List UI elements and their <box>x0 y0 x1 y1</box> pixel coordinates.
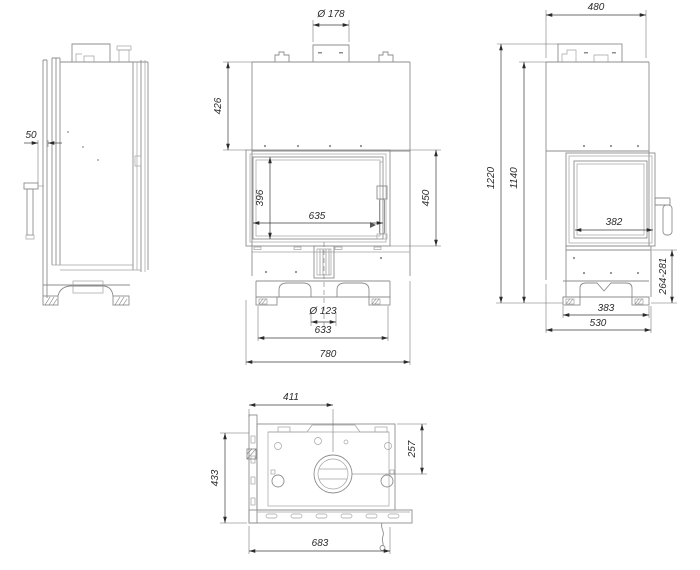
dim-label-633: 633 <box>315 325 332 336</box>
dim-bottom-flue-side-offset: 257 <box>352 423 427 475</box>
dim-bottom-flue-center-offset: 411 <box>248 392 334 452</box>
dim-front-door-height: 450 <box>390 149 441 247</box>
bottom-view-geometry <box>246 414 413 551</box>
dim-label-257: 257 <box>407 440 418 458</box>
dim-label-780: 780 <box>320 349 337 360</box>
bottom-view: 411 257 433 683 <box>210 392 427 554</box>
dim-front-flue-diameter: Ø 178 <box>312 9 350 42</box>
dim-bottom-base-depth: 433 <box>210 432 249 524</box>
dim-front-glass-width: 635 <box>253 211 383 225</box>
dim-label-480: 480 <box>588 2 605 13</box>
dim-label-264-281: 264-281 <box>658 258 669 296</box>
dim-front-feet-span: 633 <box>257 306 389 341</box>
dim-front-glass-height: 396 <box>255 157 272 239</box>
front-view: Ø 178 426 396 635 450 Ø 123 633 <box>213 9 441 365</box>
dim-front-overall-width: 780 <box>245 281 411 365</box>
dim-label-450: 450 <box>421 189 432 206</box>
front-view-geometry <box>245 44 411 330</box>
dim-label-50: 50 <box>25 130 37 141</box>
dim-right-feet-span: 383 <box>562 303 650 318</box>
dim-label-683: 683 <box>312 538 329 549</box>
dim-front-air-inlet: Ø 123 <box>308 306 337 326</box>
dim-label-123: Ø 123 <box>308 306 337 317</box>
left-side-view: 50 <box>23 43 149 306</box>
dim-label-383: 383 <box>598 303 615 314</box>
dim-label-382: 382 <box>606 217 623 228</box>
dim-right-overall-height: 1220 <box>486 43 563 304</box>
dim-right-side-glass-width: 382 <box>575 217 653 232</box>
dim-right-base-height-range: 264-281 <box>651 249 677 304</box>
right-view-geometry <box>545 43 673 306</box>
dim-label-411: 411 <box>283 392 299 403</box>
dim-left-front-lip: 50 <box>24 130 62 183</box>
dim-label-1220: 1220 <box>486 166 497 189</box>
dim-label-1140: 1140 <box>509 167 520 189</box>
dim-label-396: 396 <box>255 189 266 206</box>
dim-label-426: 426 <box>213 97 224 114</box>
dim-front-top-to-door: 426 <box>213 61 252 151</box>
left-view-geometry <box>23 43 149 306</box>
dim-bottom-base-width: 683 <box>248 526 391 554</box>
right-side-view: 480 1220 1140 382 264-281 383 <box>486 2 677 333</box>
dim-right-body-depth: 480 <box>545 2 647 58</box>
dim-label-635: 635 <box>309 211 326 222</box>
dim-label-178: Ø 178 <box>316 9 345 20</box>
dim-label-530: 530 <box>590 318 607 329</box>
dim-right-overall-depth: 530 <box>545 284 652 333</box>
dim-label-433: 433 <box>210 469 221 486</box>
dim-right-body-height: 1140 <box>509 61 546 303</box>
